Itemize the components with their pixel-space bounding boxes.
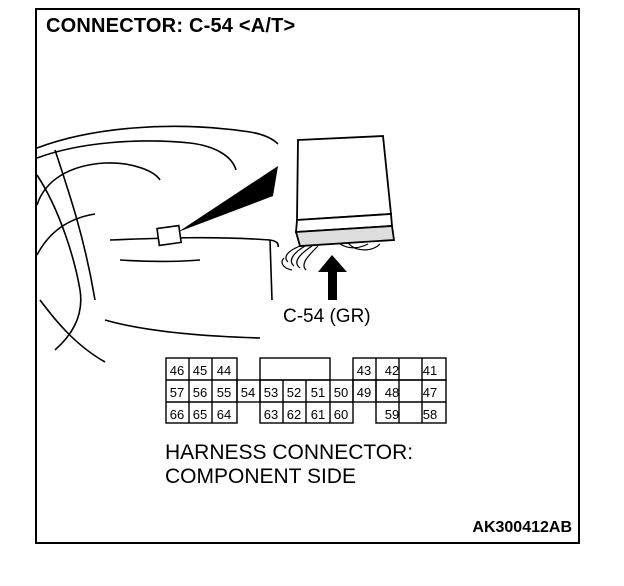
- pin-label: 50: [334, 385, 348, 400]
- pin-label: 46: [170, 363, 184, 378]
- ecu-module: [294, 135, 396, 247]
- diagram-frame: [35, 8, 580, 544]
- pin-label: 45: [193, 363, 207, 378]
- pin-label: 53: [264, 385, 278, 400]
- pin-label: 47: [423, 385, 437, 400]
- pin-label: 63: [264, 407, 278, 422]
- connector-pin-grid: [165, 357, 447, 424]
- pin-label: 66: [170, 407, 184, 422]
- pin-label: 52: [287, 385, 301, 400]
- pin-label: 62: [287, 407, 301, 422]
- wiring-harness: [281, 242, 381, 271]
- pin-label: 44: [217, 363, 231, 378]
- dash-connector-marker: [156, 166, 278, 247]
- pin-label: 61: [311, 407, 325, 422]
- pin-label: 43: [357, 363, 371, 378]
- pin-label: 65: [193, 407, 207, 422]
- pin-labels: 46 45 44 43 42 41 57 56 55 54 53 52 51 5…: [170, 363, 437, 422]
- caption-line: HARNESS CONNECTOR:: [165, 441, 414, 464]
- connector-caption: HARNESS CONNECTOR: COMPONENT SIDE: [165, 441, 413, 489]
- pin-label: 64: [217, 407, 231, 422]
- pin-label: 41: [423, 363, 437, 378]
- connector-arrow: [318, 255, 347, 300]
- dashboard-illustration: [36, 125, 279, 363]
- pin-label: 42: [385, 363, 399, 378]
- pin-label: 48: [385, 385, 399, 400]
- pin-label: 54: [241, 385, 255, 400]
- figure-code: AK300412AB: [472, 519, 572, 536]
- pin-label: 57: [170, 385, 184, 400]
- pin-label: 56: [193, 385, 207, 400]
- pin-label: 49: [357, 385, 371, 400]
- pin-label: 58: [423, 407, 437, 422]
- pin-label: 51: [311, 385, 325, 400]
- caption-line: COMPONENT SIDE: [165, 465, 356, 488]
- connector-callout-label: C-54 (GR): [283, 306, 371, 327]
- pin-label: 59: [385, 407, 399, 422]
- diagram-title: CONNECTOR: C-54 <A/T>: [46, 15, 296, 37]
- pin-label: 55: [217, 385, 231, 400]
- pin-label: 60: [334, 407, 348, 422]
